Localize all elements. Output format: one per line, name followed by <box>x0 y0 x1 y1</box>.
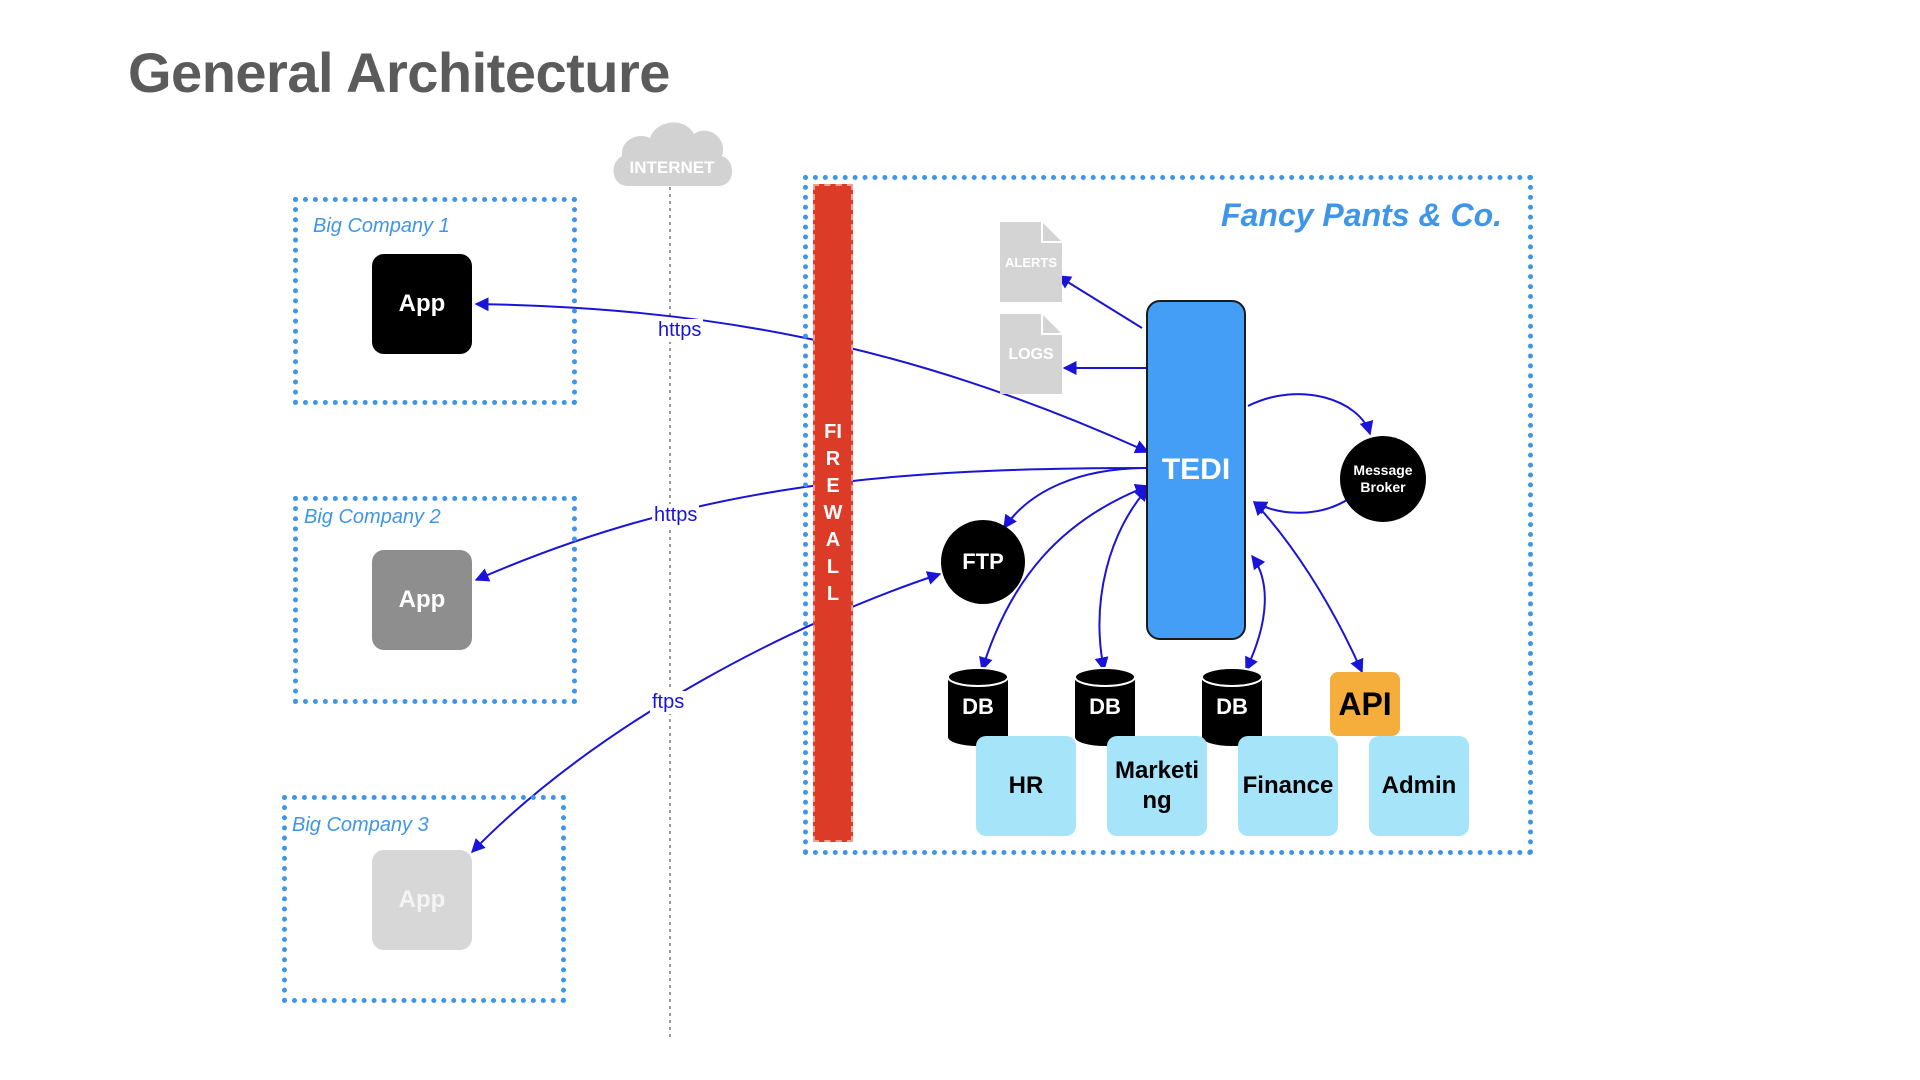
internet-label: INTERNET <box>629 158 715 177</box>
edge-label-https-1: https <box>656 319 704 342</box>
alerts-label: ALERTS <box>1005 255 1057 270</box>
database-label-2: DB <box>1089 694 1121 719</box>
app-node-2: App <box>372 550 472 650</box>
logs-label: LOGS <box>1008 346 1054 363</box>
company-box-1 <box>293 197 577 405</box>
database-icon-1 <box>947 667 1009 746</box>
firewall-label: FIREWALL <box>823 420 843 605</box>
company-label-3: Big Company 3 <box>292 814 429 836</box>
edge-label-https-2: https <box>652 504 700 527</box>
company-box-2 <box>293 496 577 704</box>
api-node: API <box>1330 672 1400 736</box>
dept-admin: Admin <box>1369 736 1469 836</box>
fancy-pants-label: Fancy Pants & Co. <box>1221 197 1502 233</box>
database-label-1: DB <box>962 694 994 719</box>
dept-hr: HR <box>976 736 1076 836</box>
edge-tedi-broker <box>1247 393 1374 436</box>
firewall: FIREWALL <box>813 184 853 842</box>
edge-api-tedi <box>1253 500 1364 674</box>
dept-finance: Finance <box>1238 736 1338 836</box>
dept-marketing-label: Marketing <box>1114 757 1200 814</box>
dept-admin-label: Admin <box>1381 772 1457 799</box>
edge-tedi-alerts <box>1056 275 1143 329</box>
alerts-document-icon <box>1000 222 1062 302</box>
dept-marketing: Marketing <box>1107 736 1207 836</box>
company-label-1: Big Company 1 <box>313 215 450 237</box>
database-label-3: DB <box>1216 694 1248 719</box>
fancy-pants-box <box>803 175 1533 855</box>
dept-finance-label: Finance <box>1242 772 1334 799</box>
database-icon-2 <box>1074 667 1136 746</box>
tedi-node: TEDI <box>1146 300 1246 640</box>
internet-cloud-icon <box>613 122 733 186</box>
edge-db2-tedi <box>1094 486 1149 672</box>
dept-hr-label: HR <box>1008 772 1044 799</box>
edge-label-ftps: ftps <box>650 691 687 714</box>
message-broker-label: Message Broker <box>1353 462 1413 495</box>
logs-document-icon <box>1000 314 1062 394</box>
app-node-1: App <box>372 254 472 354</box>
company-label-2: Big Company 2 <box>304 506 441 528</box>
database-icon-3 <box>1201 667 1263 746</box>
app-node-3: App <box>372 850 472 950</box>
page-title: General Architecture <box>128 41 670 104</box>
message-broker-node: Message Broker <box>1340 436 1426 522</box>
ftp-node: FTP <box>941 520 1025 604</box>
company-box-3 <box>282 795 566 1003</box>
